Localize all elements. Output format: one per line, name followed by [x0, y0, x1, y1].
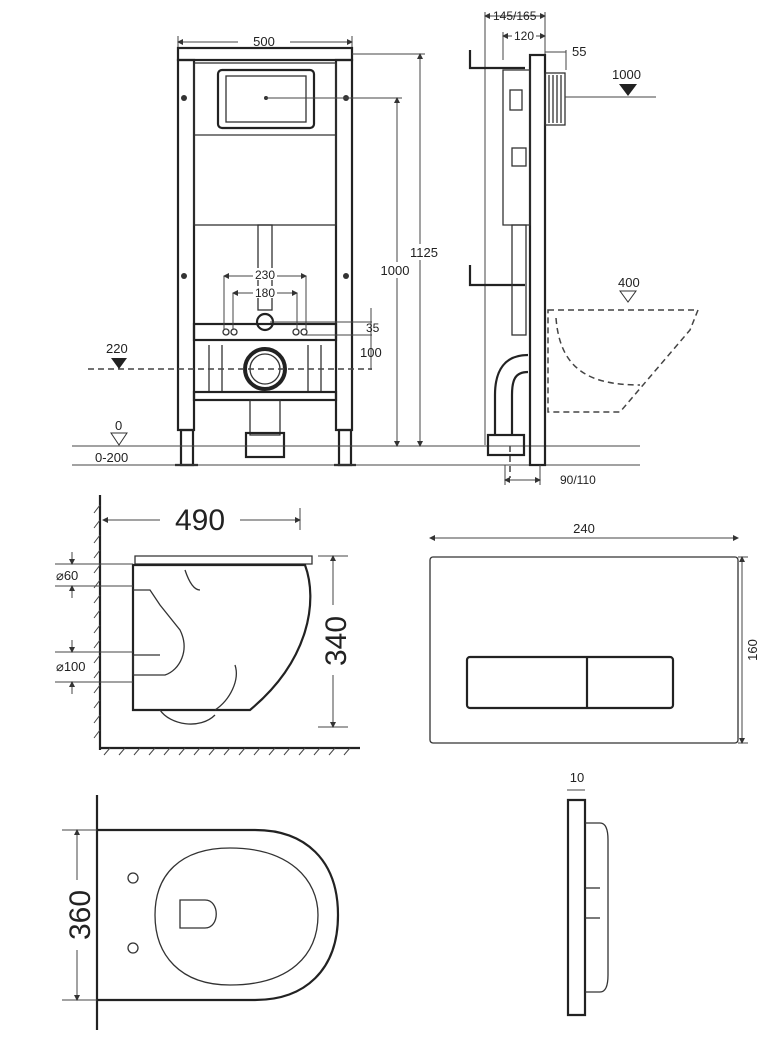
depth-inner-label: 120 [514, 29, 534, 43]
offset-100-label: 100 [360, 345, 382, 360]
outlet-diameter-label: ⌀100 [56, 659, 86, 674]
plate-thickness-label: 10 [570, 770, 584, 785]
bowl-level-label: 400 [618, 275, 640, 290]
frame-width-label: 500 [253, 34, 275, 49]
offset-35-label: 35 [366, 321, 380, 335]
bolt-inner-label: 180 [255, 286, 275, 300]
toilet-width-label: 360 [64, 890, 97, 940]
flush-plate-front: 240 160 [429, 521, 760, 744]
plate-height-label: 160 [745, 639, 760, 661]
side-view-frame: 145/165 120 55 90/110 1000 400 [468, 9, 700, 487]
button-level-label: 1000 [612, 67, 641, 82]
inlet-diameter-label: ⌀60 [56, 568, 78, 583]
leg-adjust-label: 0-200 [95, 450, 128, 465]
button-height-label: 1000 [381, 263, 410, 278]
floor-level-label: 0 [115, 418, 122, 433]
front-view-frame: 500 230 180 [72, 32, 640, 467]
toilet-top-view: 360 [62, 795, 340, 1030]
toilet-height-label: 340 [320, 616, 353, 666]
wall-thickness-label: 55 [572, 44, 586, 59]
foot-depth-label: 90/110 [560, 473, 596, 487]
depth-label: 145/165 [493, 9, 537, 23]
drain-level-label: 220 [106, 341, 128, 356]
toilet-side-view: 490 ⌀60 ⌀100 340 [55, 495, 360, 756]
bolt-outer-label: 230 [255, 268, 275, 282]
total-height-label: 1125 [410, 245, 438, 260]
flush-plate-side: 10 [566, 770, 609, 1017]
toilet-length-label: 490 [175, 504, 225, 537]
plate-width-label: 240 [573, 521, 595, 536]
